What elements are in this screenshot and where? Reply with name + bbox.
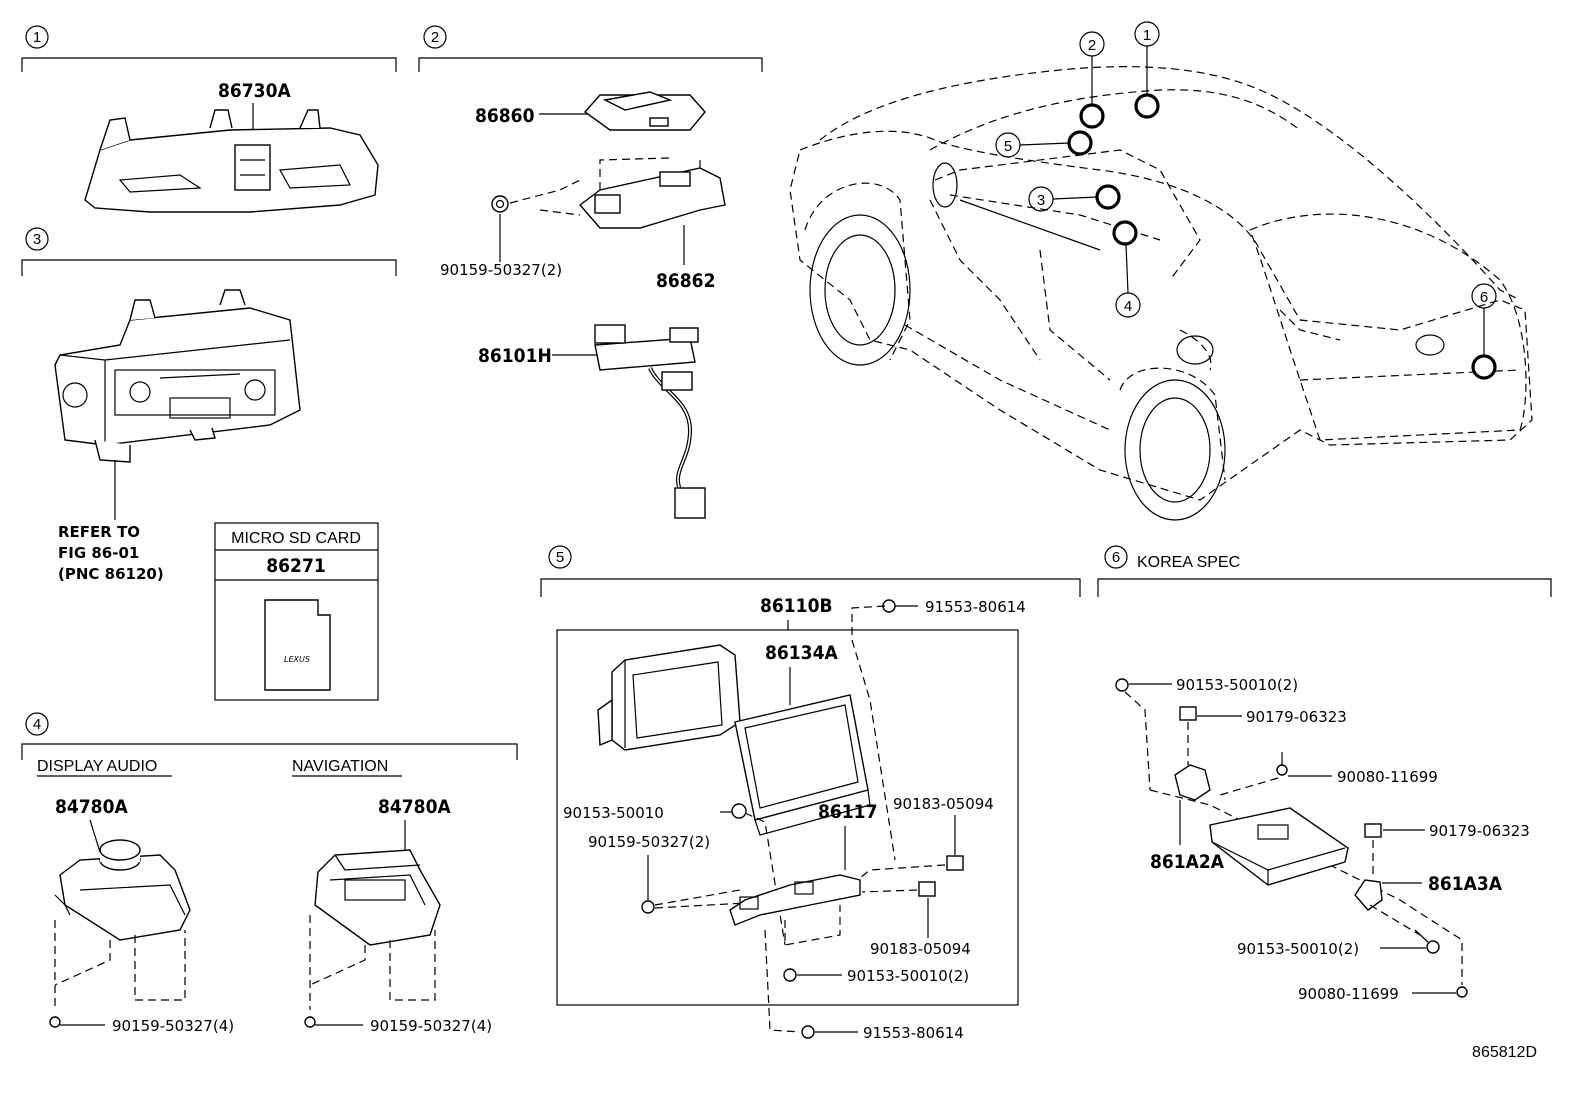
bracket-861A2A-illustration — [1174, 764, 1211, 801]
part-label-90159-50327-2-mid: 90159-50327(2) — [588, 833, 710, 851]
callout-3: 3 — [1037, 192, 1045, 209]
section-1-number: 1 — [33, 29, 41, 46]
part-label-90183-05094-b: 90183-05094 — [870, 940, 971, 958]
bracket-86862-illustration — [578, 167, 726, 229]
part-label-91553-80614-bot: 91553-80614 — [863, 1024, 964, 1042]
section-1: 1 86730A — [21, 25, 397, 213]
part-label-90159-50327-4-right: 90159-50327(4) — [370, 1017, 492, 1035]
part-label-861A2A: 861A2A — [1150, 851, 1225, 873]
part-label-86134A: 86134A — [765, 642, 838, 664]
location-ring-5 — [1067, 130, 1093, 156]
section-2: 2 86860 90159-50327(2) 86862 86101H — [418, 25, 763, 519]
harness-86101H-illustration — [594, 324, 706, 519]
vehicle-illustration: 1 2 3 4 5 6 — [789, 21, 1533, 521]
module-86860-illustration — [583, 91, 706, 131]
callout-5: 5 — [1004, 138, 1012, 155]
location-ring-6 — [1471, 354, 1497, 380]
part-label-91553-80614-top: 91553-80614 — [925, 598, 1026, 616]
callout-2: 2 — [1088, 37, 1096, 54]
part-label-86110B: 86110B — [760, 595, 833, 617]
display-cover-illustration — [734, 694, 871, 836]
part-label-90183-05094-a: 90183-05094 — [893, 795, 994, 813]
part-label-k90179-06323-a: 90179-06323 — [1246, 708, 1347, 726]
section-5: 5 86110B 91553-80614 86134A 90153-50010 … — [540, 545, 1081, 1042]
location-ring-1 — [1134, 93, 1160, 119]
part-label-k90153-50010-2-top: 90153-50010(2) — [1176, 676, 1298, 694]
section-3: 3 REFER TO FIG 86-01 (PNC 86120) MICRO S… — [21, 227, 397, 701]
location-ring-3 — [1095, 184, 1121, 210]
part-label-90153-50010: 90153-50010 — [563, 804, 664, 822]
section-4: 4 DISPLAY AUDIO NAVIGATION 84780A 90159-… — [21, 712, 518, 1035]
location-ring-2 — [1079, 103, 1105, 129]
part-label-84780A-left: 84780A — [55, 796, 128, 818]
navigation-label: NAVIGATION — [292, 758, 388, 775]
refer-line-3: (PNC 86120) — [58, 565, 164, 583]
section-5-number: 5 — [556, 549, 564, 566]
callout-6: 6 — [1480, 289, 1488, 306]
refer-line-1: REFER TO — [58, 523, 140, 541]
part-label-90159-50327-2-top: 90159-50327(2) — [440, 261, 562, 279]
bracket-861A3A-illustration — [1354, 879, 1383, 911]
part-label-k90080-11699-a: 90080-11699 — [1337, 768, 1438, 786]
figure-id: 865812D — [1472, 1044, 1537, 1061]
section-6-number: 6 — [1112, 549, 1120, 566]
part-label-86860: 86860 — [475, 105, 535, 127]
audio-unit-illustration — [54, 289, 301, 463]
micro-sd-card-title: MICRO SD CARD — [231, 530, 361, 547]
part-label-86862: 86862 — [656, 270, 715, 292]
overhead-console-illustration — [84, 109, 379, 213]
part-label-86117: 86117 — [818, 801, 877, 823]
section-2-number: 2 — [431, 29, 439, 46]
part-label-86101H: 86101H — [478, 345, 552, 367]
part-label-k90080-11699-b: 90080-11699 — [1298, 985, 1399, 1003]
micro-sd-card-icon — [264, 599, 331, 691]
controller-display-audio-illustration — [54, 839, 191, 941]
section-6: 6 KOREA SPEC 90153-50010(2) 90179-06323 … — [1097, 545, 1552, 1003]
section-4-number: 4 — [33, 716, 41, 733]
part-label-84780A-right: 84780A — [378, 796, 451, 818]
callout-1: 1 — [1143, 27, 1151, 44]
micro-sd-card-box: MICRO SD CARD 86271 LEXUS — [214, 522, 379, 701]
part-label-86730A: 86730A — [218, 80, 291, 102]
card-logo: LEXUS — [284, 655, 310, 664]
callout-4: 4 — [1124, 298, 1132, 315]
refer-line-2: FIG 86-01 — [58, 544, 139, 562]
display-audio-label: DISPLAY AUDIO — [37, 758, 157, 775]
part-label-90159-50327-4-left: 90159-50327(4) — [112, 1017, 234, 1035]
part-label-90153-50010-2-mid: 90153-50010(2) — [847, 967, 969, 985]
section-3-number: 3 — [33, 231, 41, 248]
part-label-86271: 86271 — [266, 555, 325, 577]
part-label-861A3A: 861A3A — [1428, 873, 1503, 895]
display-panel-illustration — [597, 644, 741, 751]
module-korea-illustration — [1209, 807, 1349, 886]
part-label-k90179-06323-b: 90179-06323 — [1429, 822, 1530, 840]
controller-navigation-illustration — [314, 849, 441, 946]
location-ring-4 — [1112, 220, 1138, 246]
part-label-k90153-50010-2-bot: 90153-50010(2) — [1237, 940, 1359, 958]
bracket-86117-illustration — [729, 874, 861, 926]
korea-spec-label: KOREA SPEC — [1137, 554, 1240, 571]
